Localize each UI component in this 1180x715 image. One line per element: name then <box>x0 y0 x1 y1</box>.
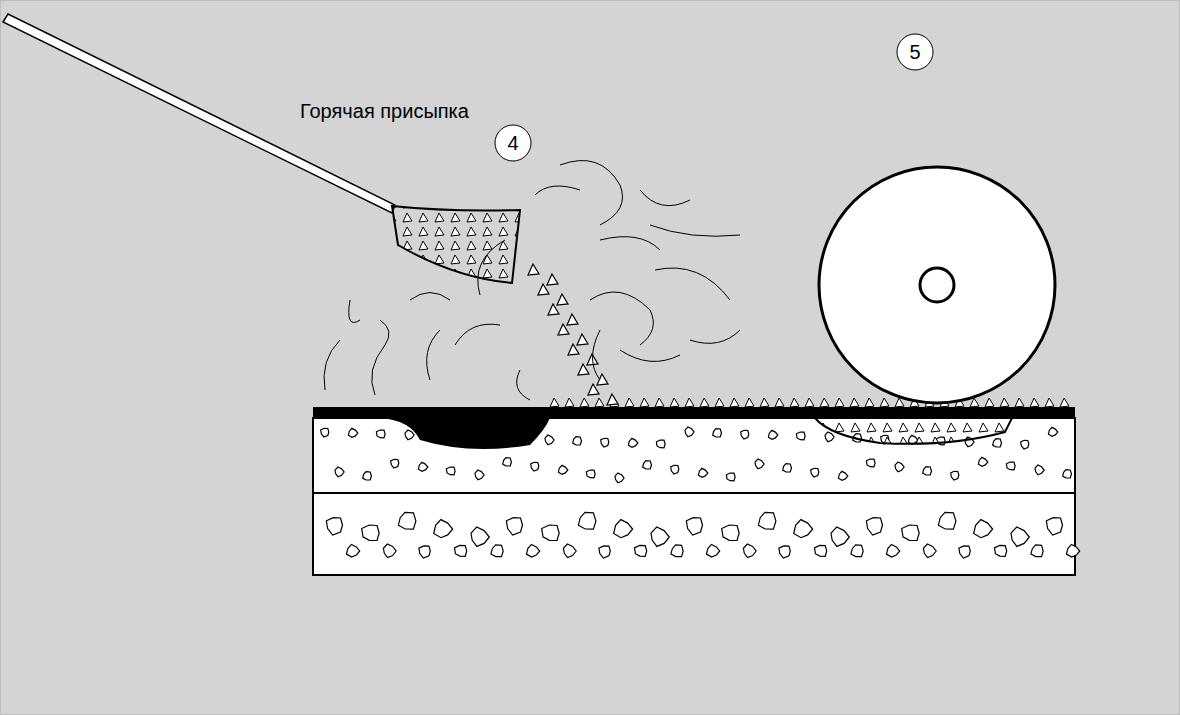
material-label: Горячая присыпка <box>300 101 469 121</box>
falling-chips <box>528 264 618 405</box>
patch-with-chips <box>815 418 1012 444</box>
shovel-blade <box>392 206 520 283</box>
roller-axle <box>920 268 954 302</box>
callout-number: 4 <box>507 133 518 153</box>
base-layer <box>313 493 1075 575</box>
hot-steam <box>324 161 740 401</box>
aggregate <box>321 427 1080 558</box>
callout-circle <box>897 34 933 70</box>
pothole-filled <box>380 418 550 449</box>
callout-circle <box>495 125 531 161</box>
binder-layer <box>313 418 1075 493</box>
surface-chips <box>550 398 1069 407</box>
callout-number: 5 <box>909 42 920 62</box>
roller-drum <box>819 167 1055 403</box>
